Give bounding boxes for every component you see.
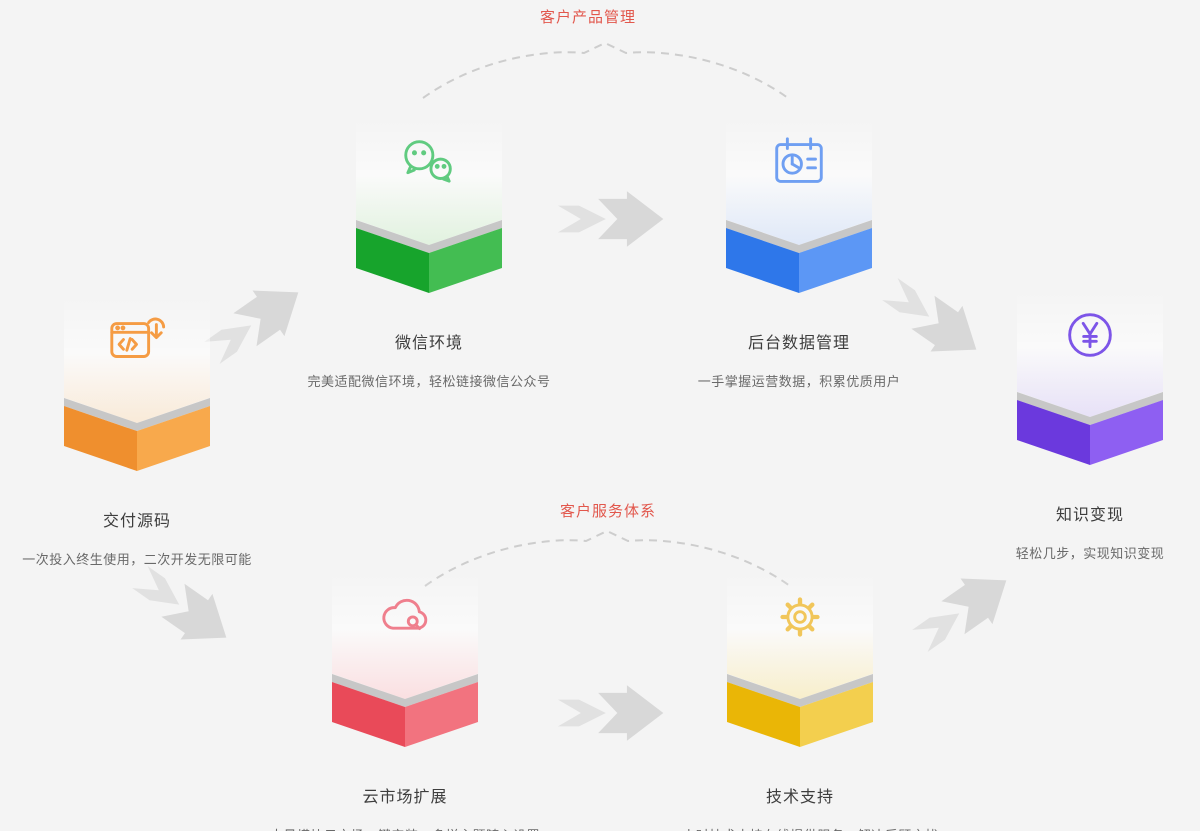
node-title: 云市场扩展 xyxy=(362,789,448,806)
node-subtitle: 一手掌握运营数据，积累优质用户 xyxy=(697,374,901,389)
gear-icon xyxy=(769,586,831,648)
node-cloud-market: 云市场扩展 大量模块云市场一键安装，多样主题随心设置 xyxy=(245,572,565,831)
node-subtitle: 大量模块云市场一键安装，多样主题随心设置 xyxy=(245,825,565,831)
badge xyxy=(332,572,478,747)
node-knowledge-monetize: 知识变现 轻松几步，实现知识变现 xyxy=(930,290,1200,562)
wechat-icon xyxy=(398,132,460,194)
node-subtitle: 7*8小时技术支持在线提供服务，解决后顾之忧 xyxy=(640,825,960,831)
node-subtitle: 一次投入终生使用，二次开发无限可能 xyxy=(22,552,252,567)
dashed-connector-top xyxy=(422,41,789,99)
node-subtitle: 完美适配微信环境，轻松链接微信公众号 xyxy=(307,374,551,389)
node-title: 交付源码 xyxy=(102,513,171,530)
arrow-wechat-to-backend xyxy=(556,188,671,250)
node-title: 知识变现 xyxy=(1055,507,1124,524)
arrow-backend-to-knowledge xyxy=(871,263,1001,380)
arrow-source-to-cloudmarket xyxy=(121,551,251,668)
node-title: 技术支持 xyxy=(765,789,834,806)
node-title: 后台数据管理 xyxy=(747,335,850,352)
arrow-support-to-knowledge xyxy=(901,551,1031,668)
calendar-chart-icon xyxy=(768,132,830,194)
group-label-product-management: 客户产品管理 xyxy=(539,9,636,26)
badge xyxy=(1017,290,1163,465)
badge xyxy=(726,118,872,293)
node-title: 微信环境 xyxy=(394,335,463,352)
node-subtitle: 轻松几步，实现知识变现 xyxy=(1015,546,1165,561)
node-source-code: 交付源码 一次投入终生使用，二次开发无限可能 xyxy=(0,296,297,568)
arrow-cloudmarket-to-support xyxy=(556,682,671,744)
yen-coin-icon xyxy=(1059,304,1121,366)
node-backend-data: 后台数据管理 一手掌握运营数据，积累优质用户 xyxy=(639,118,959,390)
node-tech-support: 技术支持 7*8小时技术支持在线提供服务，解决后顾之忧 xyxy=(640,572,960,831)
cloud-search-icon xyxy=(374,586,436,648)
badge xyxy=(727,572,873,747)
group-label-service-system: 客户服务体系 xyxy=(559,503,656,520)
badge xyxy=(356,118,502,293)
code-window-download-icon xyxy=(106,310,168,372)
arrow-source-to-wechat xyxy=(193,263,323,380)
node-wechat-env: 微信环境 完美适配微信环境，轻松链接微信公众号 xyxy=(269,118,589,390)
dashed-connector-bottom xyxy=(424,529,791,587)
badge xyxy=(64,296,210,471)
